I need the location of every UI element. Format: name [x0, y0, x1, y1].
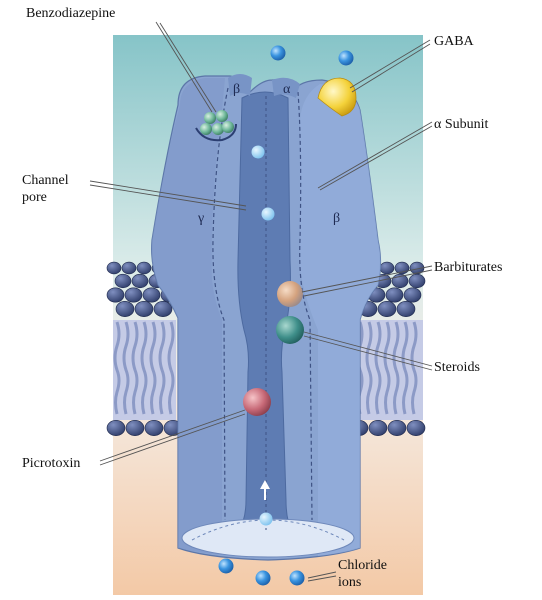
lipid-head [116, 301, 134, 316]
lipid-head [154, 301, 172, 316]
label-steroids: Steroids [434, 360, 480, 376]
chloride-ion [256, 571, 271, 586]
chloride-ion [260, 513, 273, 526]
subunit-alpha-top: α [283, 82, 291, 97]
label-chloride-line1: Chloride [338, 558, 387, 574]
label-chloride-line2: ions [338, 575, 361, 591]
lipid-head [143, 288, 160, 302]
lipid-head [132, 274, 148, 288]
chloride-ion [262, 208, 275, 221]
label-channel-pore-line1: Channel [22, 173, 69, 189]
lipid-head [115, 274, 131, 288]
lipid-head [380, 262, 394, 274]
lipid-head [107, 262, 121, 274]
label-channel-pore-line2: pore [22, 190, 47, 206]
lipid-head [107, 288, 124, 302]
chloride-ion [339, 51, 354, 66]
lipid-head [145, 420, 163, 435]
lipid-head [137, 262, 151, 274]
lipid-head [404, 288, 421, 302]
lipid-head [388, 420, 406, 435]
lipid-head [135, 301, 153, 316]
lipid-head [126, 420, 144, 435]
lipid-head [122, 262, 136, 274]
lipid-head [397, 301, 415, 316]
chloride-ion [219, 559, 234, 574]
picrotoxin-molecule [243, 388, 271, 416]
label-barbiturates: Barbiturates [434, 260, 502, 276]
lipid-head [125, 288, 142, 302]
barbiturate-molecule [277, 281, 303, 307]
subunit-beta-right: β [333, 211, 340, 226]
lipid-head [407, 420, 425, 435]
chloride-ion [252, 146, 265, 159]
lipid-head [378, 301, 396, 316]
lipid-head [369, 420, 387, 435]
subunit-gamma: γ [197, 211, 204, 226]
subunit-beta-top: β [233, 82, 240, 97]
chloride-ion [290, 571, 305, 586]
lipid-head [386, 288, 403, 302]
steroid-molecule [276, 316, 304, 344]
lipid-head [107, 420, 125, 435]
label-picrotoxin: Picrotoxin [22, 456, 80, 472]
chloride-ion [271, 46, 286, 61]
label-alpha-subunit: α Subunit [434, 117, 488, 133]
label-gaba: GABA [434, 34, 474, 50]
lipid-head [409, 274, 425, 288]
label-benzodiazepine: Benzodiazepine [26, 6, 115, 22]
